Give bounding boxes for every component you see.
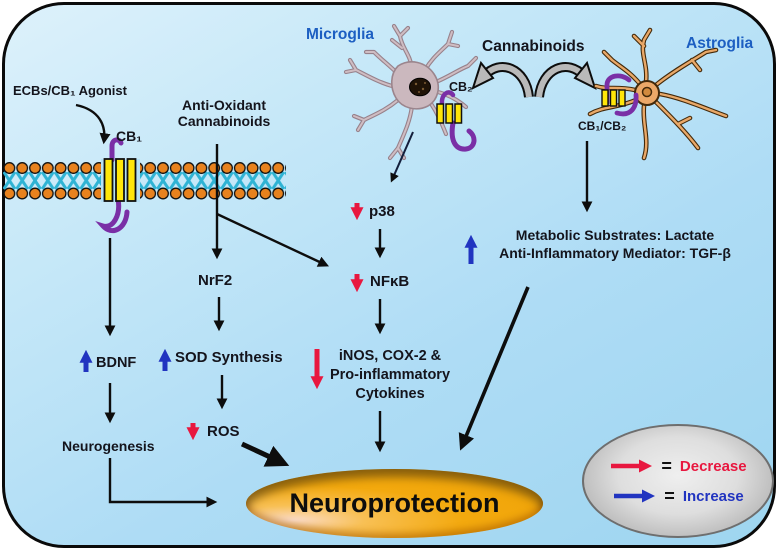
legend-equals: =: [664, 485, 675, 506]
increase-arrow-icon: [614, 489, 656, 503]
ecbs-agonist-label: ECBs/CB₁ Agonist: [13, 83, 127, 98]
legend-row-increase: = Increase: [612, 485, 744, 507]
legend-decrease-label: Decrease: [679, 457, 747, 475]
cb1-cb2-label: CB₁/CB₂: [578, 119, 627, 133]
antioxidant-cannabinoids-label: Anti-Oxidant Cannabinoids: [177, 97, 271, 130]
microglia-label: Microglia: [306, 26, 375, 43]
sod-synthesis-label: SOD Synthesis: [175, 349, 283, 366]
legend-equals: =: [661, 455, 672, 476]
astroglia-mediators-label: Metabolic Substrates: Lactate Anti-Infla…: [499, 227, 731, 262]
astroglia-label: Astroglia: [686, 35, 754, 52]
decrease-arrow-icon: [611, 459, 653, 473]
p38-label: p38: [369, 203, 395, 220]
legend-increase-label: Increase: [682, 487, 744, 505]
legend: = Decrease = Increase: [582, 424, 774, 538]
inos-cytokines-label: iNOS, COX-2 & Pro-inflammatory Cytokines: [329, 348, 451, 403]
cb2-label: CB₂: [449, 80, 473, 94]
nfkb-label: NFκB: [370, 273, 410, 290]
neurogenesis-label: Neurogenesis: [62, 438, 155, 454]
neuroprotection-ellipse: Neuroprotection: [246, 469, 543, 538]
cb1-label: CB₁: [116, 128, 143, 144]
legend-row-decrease: = Decrease: [609, 455, 747, 477]
ros-label: ROS: [207, 423, 240, 440]
cannabinoids-label: Cannabinoids: [482, 38, 585, 55]
nrf2-label: NrF2: [198, 272, 233, 289]
neuroprotection-label: Neuroprotection: [289, 488, 500, 518]
bdnf-label: BDNF: [96, 355, 137, 371]
